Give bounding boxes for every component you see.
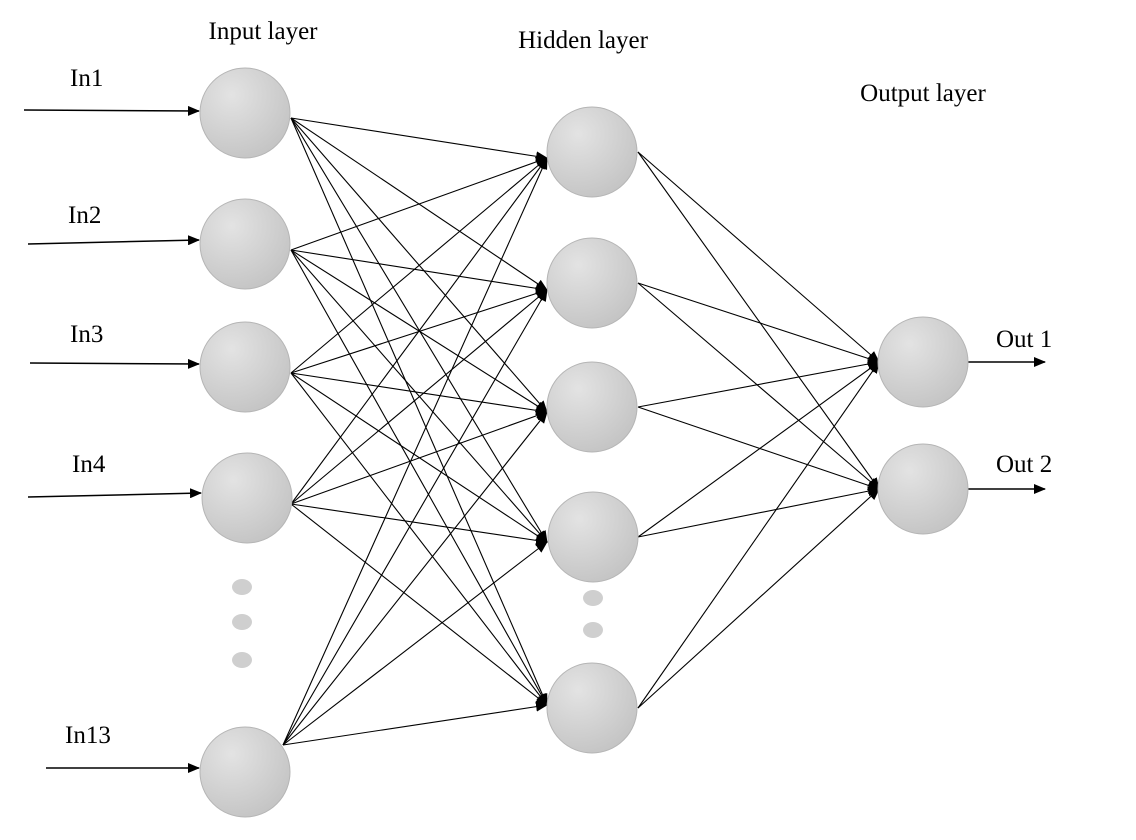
input-label: In13: [65, 722, 111, 749]
input-node: [199, 67, 291, 159]
output-node: [877, 316, 969, 408]
output-layer-title: Output layer: [860, 80, 986, 107]
hidden-ellipsis: [583, 590, 603, 638]
hidden-output-connection: [637, 151, 880, 490]
input-hidden-connection: [282, 701, 548, 746]
input-hidden-connection: [282, 411, 548, 746]
hidden-node: [546, 361, 638, 453]
ellipsis-dot: [232, 614, 252, 630]
input-hidden-connection: [290, 157, 548, 251]
input-label: In2: [68, 202, 101, 229]
output-label: Out 2: [996, 451, 1052, 478]
hidden-layer-title: Hidden layer: [518, 27, 648, 54]
hidden-output-connection: [637, 488, 880, 709]
input-hidden-connection: [290, 157, 548, 374]
input-label: In4: [72, 451, 106, 478]
connections: [282, 117, 880, 746]
input-hidden-connection: [290, 249, 548, 706]
hidden-node: [546, 237, 638, 329]
input-node: [199, 726, 291, 818]
hidden-output-connection: [637, 406, 880, 491]
hidden-output-connection: [637, 361, 880, 709]
input-layer-title: Input layer: [209, 18, 319, 45]
input-ellipsis: [232, 579, 252, 668]
input-arrow: [27, 235, 200, 246]
hidden-output-connection: [637, 151, 880, 363]
hidden-layer-nodes: [546, 106, 639, 754]
input-arrow: [27, 488, 202, 499]
ellipsis-dot: [232, 579, 252, 595]
input-hidden-connection: [290, 411, 548, 505]
hidden-node: [546, 106, 638, 198]
input-label: In3: [70, 321, 103, 348]
hidden-output-connection: [637, 282, 880, 490]
input-hidden-connection: [290, 503, 548, 706]
hidden-output-connection: [637, 282, 880, 364]
output-arrows: [968, 357, 1046, 494]
input-hidden-connection: [290, 249, 548, 543]
input-hidden-connection: [290, 117, 548, 162]
input-node: [199, 198, 291, 290]
hidden-output-connection: [637, 359, 880, 408]
input-hidden-connection: [290, 372, 548, 416]
input-layer-nodes: [199, 67, 293, 818]
input-hidden-connection: [290, 289, 548, 505]
output-layer-nodes: [877, 316, 969, 535]
hidden-output-connection: [637, 486, 880, 538]
input-hidden-connection: [282, 289, 548, 746]
output-node: [877, 443, 969, 535]
hidden-node: [546, 662, 638, 754]
ellipsis-dot: [232, 652, 252, 668]
input-hidden-connection: [290, 249, 548, 294]
input-node: [199, 321, 291, 413]
input-arrow: [23, 105, 200, 116]
input-hidden-connection: [290, 503, 548, 546]
input-hidden-connection: [282, 541, 548, 746]
ellipsis-dot: [583, 590, 603, 606]
hidden-node: [547, 491, 639, 583]
input-hidden-connection: [290, 117, 548, 543]
ellipsis-dot: [583, 622, 603, 638]
input-label: In1: [70, 65, 103, 92]
output-label: Out 1: [996, 326, 1052, 353]
hidden-output-connection: [637, 361, 880, 538]
input-hidden-connection: [282, 157, 548, 746]
input-node: [201, 452, 293, 544]
input-hidden-connection: [290, 372, 548, 706]
input-hidden-connection: [290, 157, 548, 505]
input-hidden-connection: [290, 117, 548, 706]
input-arrow: [29, 358, 200, 369]
input-arrows: [23, 105, 202, 773]
